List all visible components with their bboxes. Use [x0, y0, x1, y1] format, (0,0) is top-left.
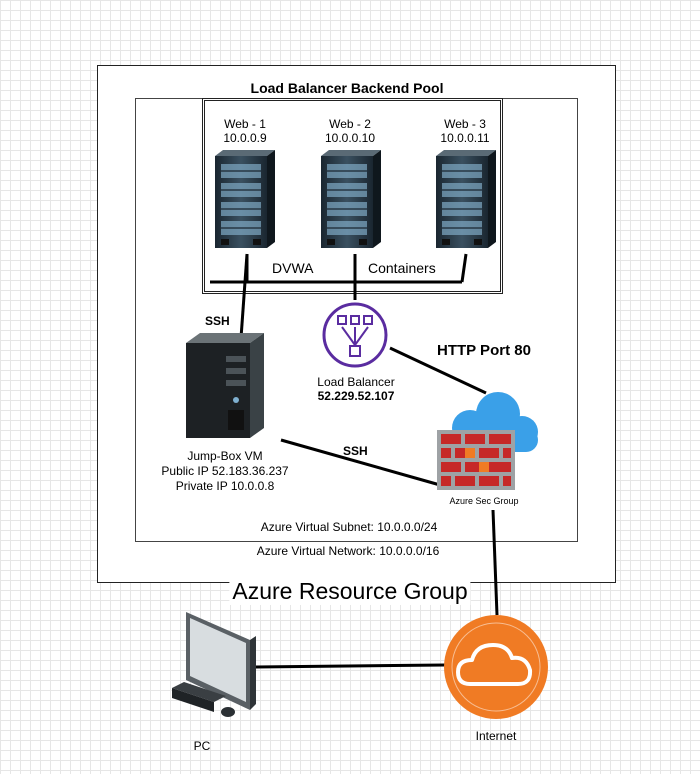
- jump-box-public-ip: Public IP 52.183.36.237: [159, 464, 291, 478]
- link-jumpbox-secgroup: [280, 438, 441, 487]
- web2-name: Web - 2: [329, 117, 371, 131]
- jump-box-private-ip: Private IP 10.0.0.8: [173, 479, 277, 493]
- resource-group-label: Azure Resource Group: [229, 578, 471, 605]
- ssh-label-mid: SSH: [343, 444, 368, 458]
- jump-box-name: Jump-Box VM: [185, 449, 265, 463]
- dvwa-label: DVWA: [270, 260, 316, 276]
- link-loadbalancer-secgroup: [389, 346, 487, 395]
- load-balancer-ip: 52.229.52.107: [317, 389, 395, 403]
- link-web3-pool-bus: [460, 253, 468, 283]
- web2-ip: 10.0.0.10: [324, 131, 376, 145]
- link-pc-internet: [255, 663, 446, 669]
- containers-label: Containers: [366, 260, 438, 276]
- backend-pool-title: Load Balancer Backend Pool: [250, 80, 444, 96]
- firewall-icon: [437, 430, 515, 490]
- internet-label: Internet: [475, 729, 517, 743]
- sec-group-label: Azure Sec Group: [449, 496, 519, 506]
- web3-name: Web - 3: [444, 117, 486, 131]
- virtual-subnet-label: Azure Virtual Subnet: 10.0.0.0/24: [260, 520, 438, 534]
- ssh-label-top: SSH: [205, 314, 230, 328]
- web3-ip: 10.0.0.11: [440, 131, 490, 145]
- load-balancer-name: Load Balancer: [317, 375, 395, 389]
- web1-ip: 10.0.0.9: [223, 131, 267, 145]
- pc-label: PC: [193, 739, 211, 753]
- http-port-label: HTTP Port 80: [437, 342, 531, 359]
- backend-pool-boundary: [202, 98, 503, 294]
- web1-name: Web - 1: [224, 117, 266, 131]
- link-secgroup-internet: [491, 509, 499, 616]
- virtual-network-label: Azure Virtual Network: 10.0.0.0/16: [256, 544, 440, 558]
